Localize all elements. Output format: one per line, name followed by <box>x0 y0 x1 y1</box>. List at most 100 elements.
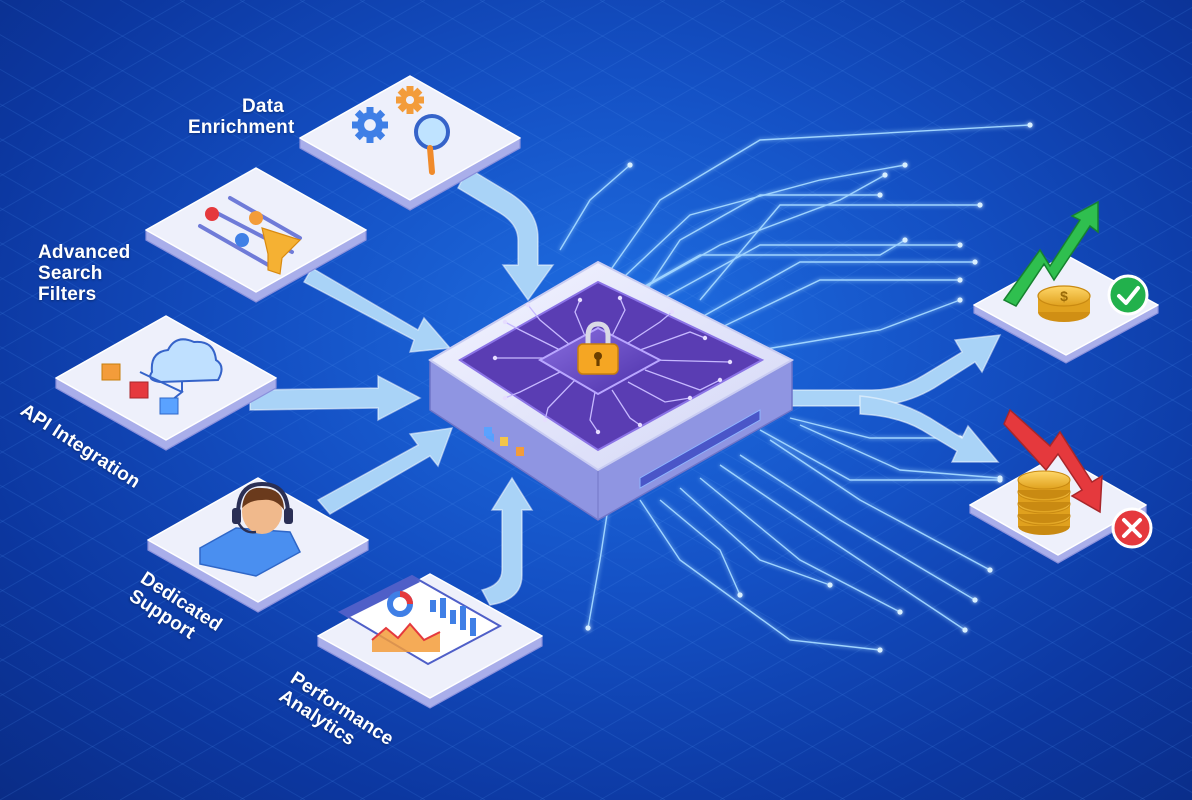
sliders-funnel-icon <box>198 196 302 275</box>
chip-node <box>669 309 675 315</box>
circuit-trace <box>759 429 1000 481</box>
feature-cards <box>55 75 543 709</box>
chip-trace <box>504 321 561 351</box>
trace-node <box>957 277 963 283</box>
circuit-trace <box>639 174 886 291</box>
trace-node <box>972 597 978 603</box>
card-data-enrichment <box>299 75 521 211</box>
label-line: Enrichment <box>188 117 295 138</box>
dashboard-charts-icon <box>337 574 503 666</box>
chip-trace <box>504 371 561 399</box>
central-hub <box>428 260 795 521</box>
led-orange <box>516 447 524 456</box>
label-advanced-search-filters: Advanced Search Filters <box>38 242 130 305</box>
circuit-trace <box>659 499 741 596</box>
trace-node <box>902 162 908 168</box>
circuit-trace <box>679 487 831 586</box>
trace-node <box>827 582 833 588</box>
arrow-from-api-integration <box>249 374 422 422</box>
label-data-enrichment: Data Enrichment <box>188 96 295 138</box>
output-arrows <box>789 334 1002 463</box>
trace-node <box>957 297 963 303</box>
circuit-trace <box>789 417 960 439</box>
label-line: Advanced <box>38 242 131 263</box>
chip-trace <box>611 389 641 426</box>
trace-node <box>997 475 1003 481</box>
circuit-trace <box>699 204 980 301</box>
circuit-trace <box>769 439 991 571</box>
circuit-trace <box>799 424 1001 479</box>
svg-text:$: $ <box>1060 288 1068 304</box>
circuit-trace <box>719 279 960 329</box>
chip-trace <box>627 381 691 403</box>
chip-node <box>502 395 508 401</box>
circuit-trace <box>609 164 906 291</box>
input-arrows <box>249 166 555 606</box>
circuit-trace <box>699 477 901 613</box>
check-icon <box>1107 274 1149 316</box>
chip-trace <box>627 311 673 344</box>
circuit-trace <box>699 261 975 319</box>
chip-trace <box>544 379 576 421</box>
led-yellow <box>500 437 508 446</box>
chip-traces <box>492 295 733 435</box>
label-line: Data <box>242 96 284 117</box>
chip-node <box>502 319 508 325</box>
rising-arrow-coin-icon: $ <box>1002 200 1099 322</box>
outcome-cards: $ <box>969 200 1159 564</box>
chip-node <box>637 422 643 428</box>
chip-node <box>717 377 723 383</box>
chip-trace <box>611 297 626 337</box>
trace-node <box>627 162 633 168</box>
arrow-from-dedicated-support <box>316 427 454 515</box>
circuit-trace <box>739 454 976 601</box>
chip-node <box>687 395 693 401</box>
trace-node <box>902 237 908 243</box>
chip-trace <box>589 391 599 433</box>
arrow-from-data-enrichment <box>457 166 555 302</box>
trace-node <box>882 172 888 178</box>
circuit-trace <box>659 244 960 301</box>
chip-node <box>617 295 623 301</box>
card-performance-analytics <box>317 573 543 709</box>
trace-node <box>877 647 883 653</box>
trace-node <box>962 627 968 633</box>
padlock-icon <box>577 321 619 375</box>
chip-trace <box>644 369 721 391</box>
card-advanced-search-filters <box>145 167 367 303</box>
card-negative-outcome <box>969 408 1153 564</box>
trace-node <box>877 192 883 198</box>
trace-node <box>957 242 963 248</box>
trace-node <box>737 592 743 598</box>
circuit-trace <box>759 299 961 351</box>
hub-vent-slot <box>639 409 761 489</box>
label-line: Filters <box>38 284 97 305</box>
chip-node <box>727 359 733 365</box>
chip-node <box>542 417 548 423</box>
chip-trace <box>527 304 571 346</box>
trace-node <box>972 259 978 265</box>
chip-trace <box>639 331 706 351</box>
circuit-traces <box>559 122 1033 653</box>
circuit-trace <box>587 494 611 629</box>
gears-magnifier-icon <box>352 86 450 175</box>
circuit-trace <box>559 164 631 251</box>
chip-trace <box>649 359 731 363</box>
circuit-trace <box>639 194 880 301</box>
trace-node <box>1027 122 1033 128</box>
trace-node <box>897 609 903 615</box>
trace-node <box>585 625 591 631</box>
arrow-from-search-filters <box>302 266 452 353</box>
falling-arrow-coins-icon <box>1003 408 1103 535</box>
trace-node <box>977 202 983 208</box>
circuit-trace <box>639 499 881 651</box>
circuit-trace <box>599 124 1031 286</box>
card-positive-outcome: $ <box>973 200 1159 364</box>
led-blue <box>484 427 492 436</box>
cross-icon <box>1111 507 1153 549</box>
headset-agent-icon <box>199 481 301 577</box>
circuit-trace <box>719 464 966 631</box>
chip-node <box>492 355 498 361</box>
chip-node <box>595 429 601 435</box>
